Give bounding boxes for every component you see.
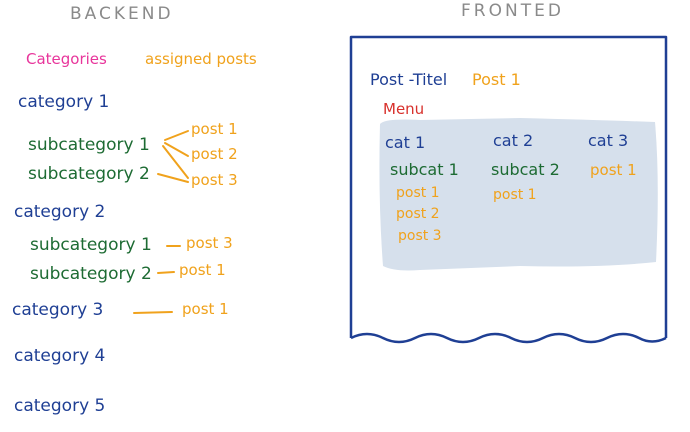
post-2-a: post 2: [191, 145, 238, 163]
post-title-label: Post -Titel: [370, 70, 448, 89]
menu-cat-2: cat 2: [493, 131, 534, 150]
connector-c2sub2-post1: [157, 271, 175, 274]
category-2: category 2: [14, 202, 106, 222]
col-header-assigned-posts: assigned posts: [145, 50, 257, 68]
backend-header: BACKEND: [70, 4, 174, 24]
frame-outline: [349, 35, 668, 338]
post-title-value: Post 1: [472, 70, 521, 89]
frame-wavy-bottom: [350, 332, 667, 344]
subcategory-2-1: subcategory 1: [30, 235, 152, 255]
connector-sub1-post3: [162, 145, 189, 179]
menu-subcat-2: subcat 2: [491, 160, 560, 179]
category-4: category 4: [14, 346, 106, 366]
connector-cat3-post1: [133, 311, 173, 314]
post-1-a: post 1: [191, 120, 238, 138]
menu-cat1-post-2: post 2: [396, 206, 440, 222]
connector-sub1-post2: [164, 142, 189, 157]
subcategory-1-1: subcategory 1: [28, 135, 150, 155]
connector-sub1-post1: [164, 130, 189, 141]
menu-cat-1: cat 1: [385, 133, 426, 152]
post-3-b: post 3: [186, 234, 233, 252]
menu-subcat-1: subcat 1: [390, 160, 459, 179]
post-1-c: post 1: [182, 300, 229, 318]
frontend-header: FRONTED: [461, 1, 564, 21]
menu-label: Menu: [383, 100, 425, 118]
menu-cat2-post-1: post 1: [493, 187, 537, 203]
menu-cat-3: cat 3: [588, 131, 629, 150]
menu-cat1-post-3: post 3: [398, 228, 442, 244]
subcategory-2-2: subcategory 2: [30, 264, 152, 284]
menu-background: [379, 118, 658, 271]
category-3: category 3: [12, 300, 104, 320]
connector-sub2-post3: [157, 173, 189, 183]
menu-cat1-post-1: post 1: [396, 185, 440, 201]
subcategory-1-2: subcategory 2: [28, 164, 150, 184]
post-1-b: post 1: [179, 261, 226, 279]
menu-cat3-post-1: post 1: [590, 161, 637, 179]
col-header-categories: Categories: [26, 50, 107, 68]
category-1: category 1: [18, 92, 110, 112]
post-3-a: post 3: [191, 171, 238, 189]
category-5: category 5: [14, 396, 106, 416]
